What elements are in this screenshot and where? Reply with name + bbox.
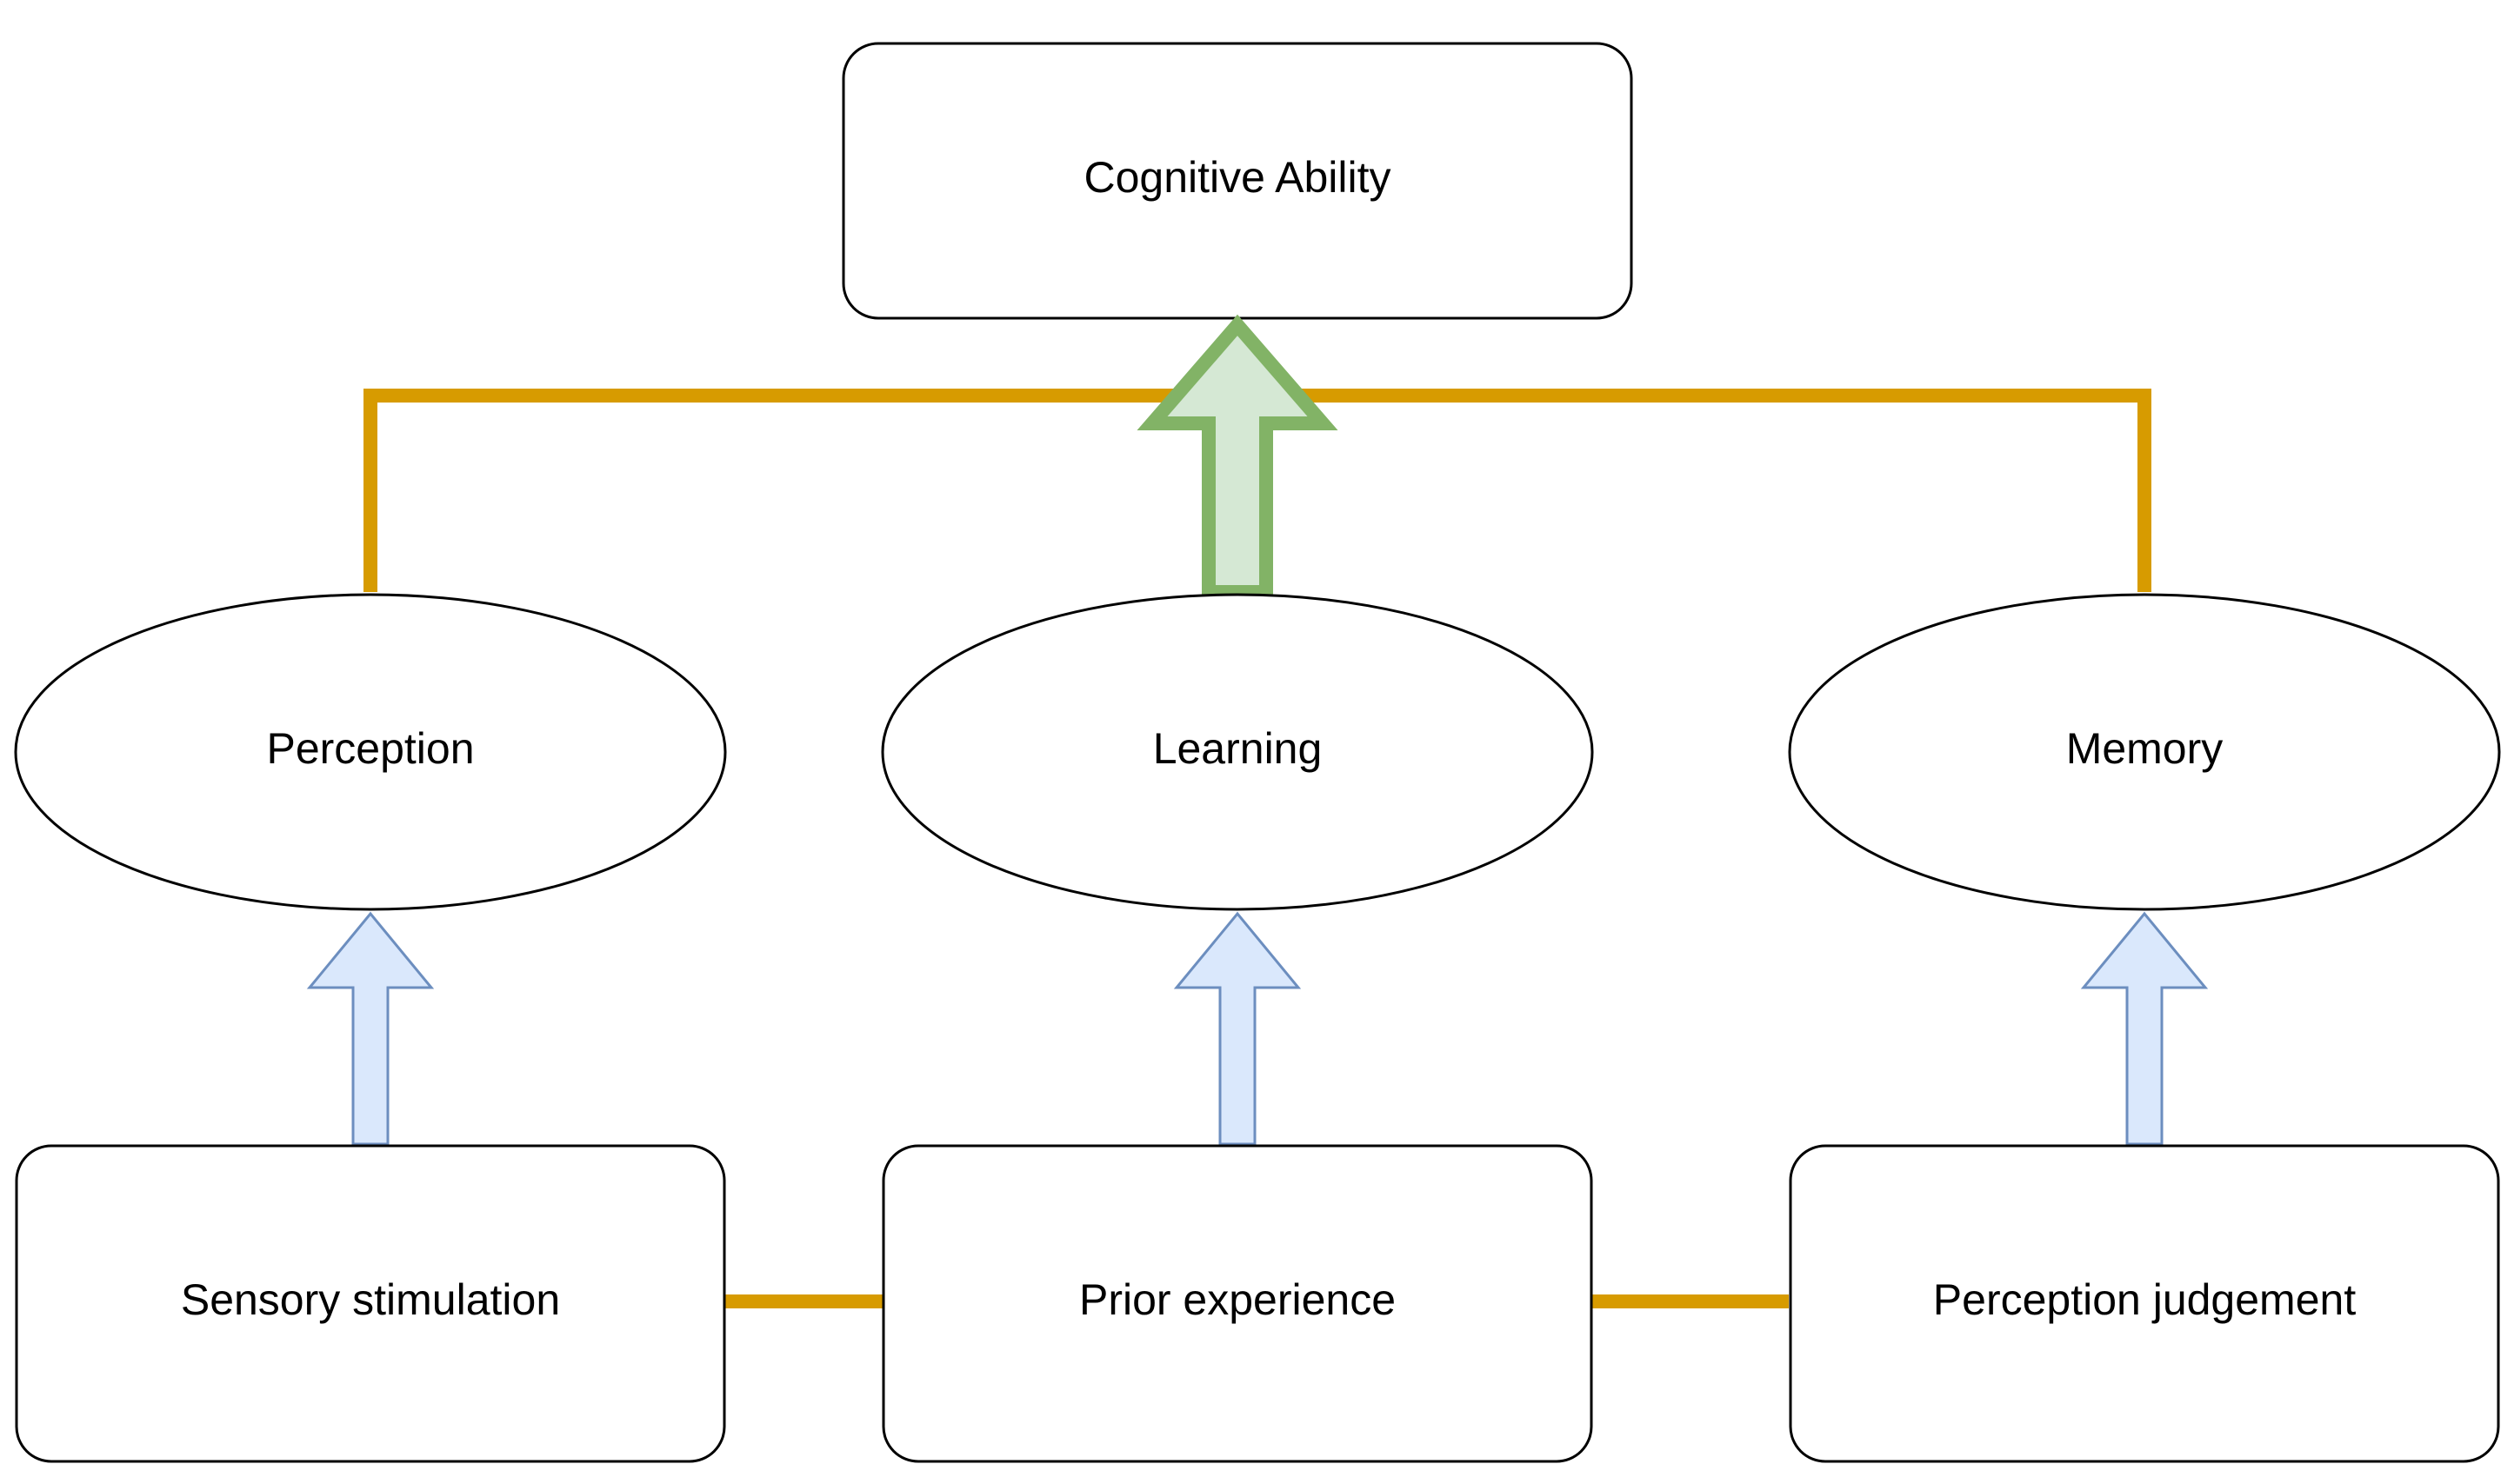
perception-input-arrow <box>306 911 435 1146</box>
perception-label: Perception <box>266 724 474 773</box>
main-up-arrow <box>1137 314 1338 599</box>
sensory-stimulation-box[interactable] <box>15 1144 726 1463</box>
learning-label: Learning <box>1153 724 1323 773</box>
memory-label: Memory <box>2066 724 2224 773</box>
perception-judgement-box[interactable] <box>1789 1144 2500 1463</box>
cognitive-ability-label: Cognitive Ability <box>1084 153 1391 202</box>
perception-ellipse[interactable] <box>14 593 727 911</box>
memory-input-arrow <box>2080 911 2209 1146</box>
prior-experience-label: Prior experience <box>1079 1275 1396 1324</box>
perception-judgement-label: Perception judgement <box>1933 1275 2357 1324</box>
sensory-stimulation-label: Sensory stimulation <box>181 1275 560 1324</box>
prior-experience-box[interactable] <box>882 1144 1593 1463</box>
learning-ellipse[interactable] <box>881 593 1594 911</box>
learning-input-arrow <box>1173 911 1302 1146</box>
memory-ellipse[interactable] <box>1788 593 2501 911</box>
